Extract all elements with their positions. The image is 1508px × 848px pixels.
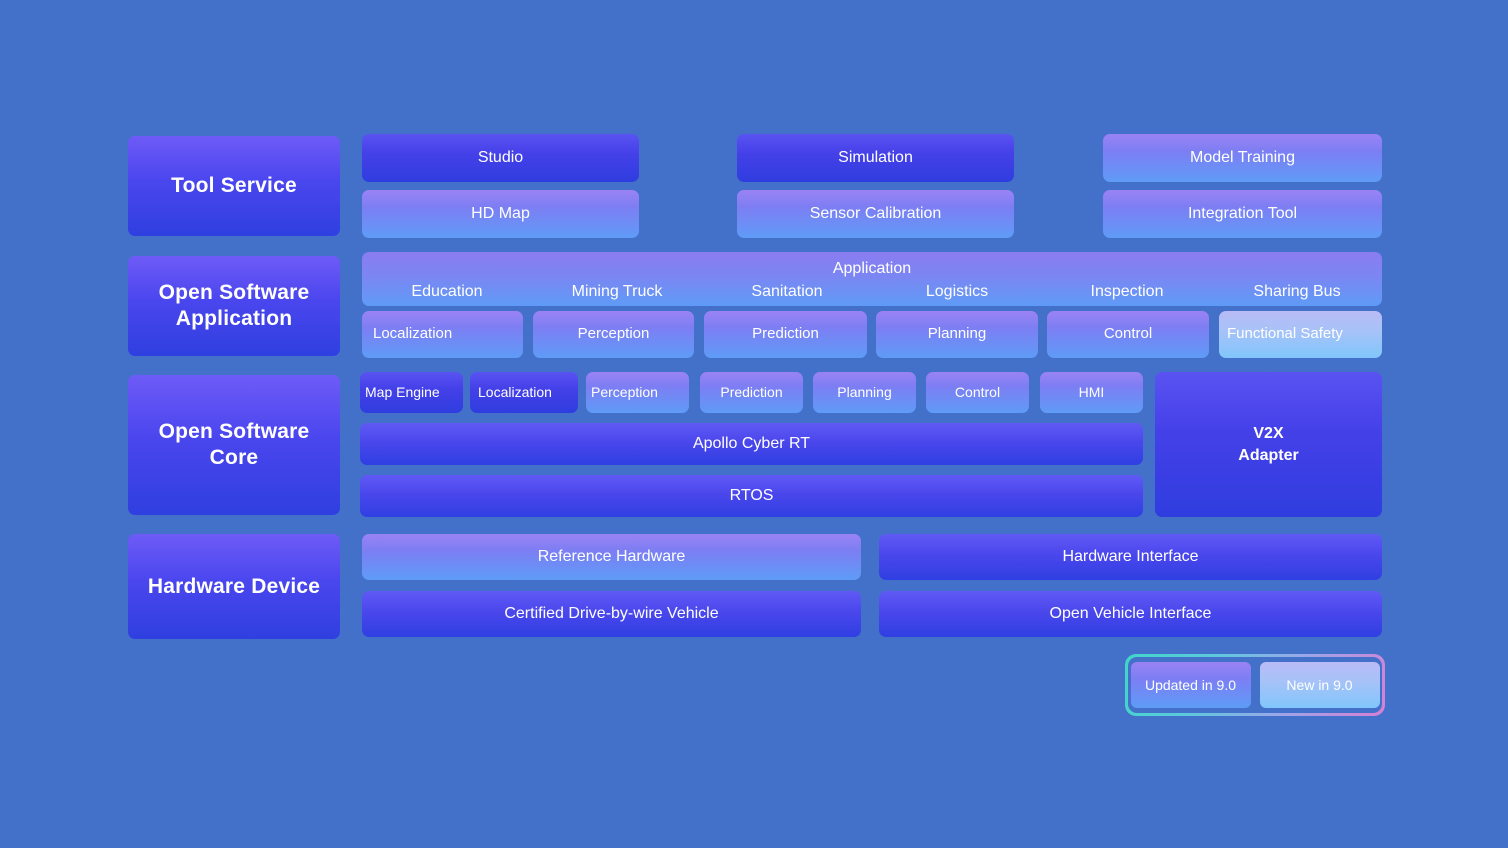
hardware-interface-label: Hardware Interface (1062, 548, 1199, 566)
core-module-planning[interactable]: Planning (813, 372, 916, 413)
application-vertical-education[interactable]: Education (411, 283, 483, 300)
tool-sensor-calibration-label: Sensor Calibration (809, 205, 942, 223)
app-module-label: Functional Safety (1227, 325, 1343, 343)
core-module-localization[interactable]: Localization (470, 372, 578, 413)
app-module-label: Prediction (752, 325, 819, 343)
core-module-hmi[interactable]: HMI (1040, 372, 1143, 413)
app-module-label: Perception (577, 325, 650, 343)
core-module-label: Map Engine (365, 383, 440, 400)
app-module-label: Control (1103, 325, 1153, 343)
tool-model-training-label: Model Training (1190, 149, 1295, 167)
core-module-control[interactable]: Control (926, 372, 1029, 413)
application-banner-title: Application (832, 260, 912, 277)
app-module-functional-safety[interactable]: Functional Safety (1219, 311, 1382, 358)
app-module-label: Planning (927, 325, 987, 343)
legend-swatch-new: New in 9.0 (1259, 662, 1380, 708)
application-vertical-sharing-bus[interactable]: Sharing Bus (1253, 283, 1341, 300)
core-module-label: Planning (837, 383, 892, 400)
core-v2x-adapter-line1: V2X (1253, 424, 1284, 442)
application-banner: Application Education Mining Truck Sanit… (362, 252, 1382, 306)
application-vertical-mining-truck[interactable]: Mining Truck (571, 283, 663, 300)
tool-hd-map[interactable]: HD Map (362, 190, 639, 238)
app-module-planning[interactable]: Planning (876, 311, 1038, 358)
hardware-reference-hardware-label: Reference Hardware (537, 548, 686, 566)
layer-label-text: Open Software Core (158, 420, 310, 469)
layer-label-open-software-application: Open Software Application (128, 256, 340, 356)
core-v2x-adapter[interactable]: V2X Adapter (1155, 372, 1382, 517)
layer-label-text: Open Software Application (158, 281, 310, 330)
layer-label-tool-service: Tool Service (128, 136, 340, 236)
tool-studio-label: Studio (477, 149, 524, 167)
core-module-map-engine[interactable]: Map Engine (360, 372, 463, 413)
hardware-open-vehicle-interface-label: Open Vehicle Interface (1049, 605, 1212, 623)
hardware-certified-vehicle-label: Certified Drive-by-wire Vehicle (504, 605, 719, 623)
legend: Updated in 9.0 New in 9.0 (1125, 654, 1385, 716)
legend-swatch-updated: Updated in 9.0 (1130, 662, 1251, 708)
app-module-perception[interactable]: Perception (533, 311, 694, 358)
core-module-label: Perception (591, 383, 658, 400)
tool-simulation[interactable]: Simulation (737, 134, 1014, 182)
layer-label-text: Tool Service (171, 174, 297, 198)
application-vertical-inspection[interactable]: Inspection (1090, 283, 1164, 300)
app-module-prediction[interactable]: Prediction (704, 311, 867, 358)
core-middleware-apollo-cyber-rt[interactable]: Apollo Cyber RT (360, 423, 1143, 465)
tool-integration-tool-label: Integration Tool (1187, 205, 1298, 223)
legend-updated-label: Updated in 9.0 (1144, 677, 1237, 693)
core-module-prediction[interactable]: Prediction (700, 372, 803, 413)
legend-inner: Updated in 9.0 New in 9.0 (1128, 657, 1382, 713)
hardware-open-vehicle-interface[interactable]: Open Vehicle Interface (879, 591, 1382, 637)
core-os-label: RTOS (729, 487, 774, 505)
hardware-reference-hardware[interactable]: Reference Hardware (362, 534, 861, 580)
layer-label-hardware-device: Hardware Device (128, 534, 340, 639)
core-module-label: HMI (1078, 383, 1105, 400)
app-module-label: Localization (373, 325, 453, 343)
application-verticals-list: Education Mining Truck Sanitation Logist… (362, 283, 1382, 301)
core-v2x-adapter-line2: Adapter (1238, 446, 1299, 464)
tool-integration-tool[interactable]: Integration Tool (1103, 190, 1382, 238)
core-module-perception[interactable]: Perception (586, 372, 689, 413)
tool-hd-map-label: HD Map (471, 205, 530, 223)
core-module-label: Prediction (720, 383, 783, 400)
core-module-label: Control (954, 383, 1001, 400)
layer-label-open-software-core: Open Software Core (128, 375, 340, 515)
tool-model-training[interactable]: Model Training (1103, 134, 1382, 182)
hardware-hardware-interface[interactable]: Hardware Interface (879, 534, 1382, 580)
application-vertical-sanitation[interactable]: Sanitation (751, 283, 823, 300)
layer-label-text: Hardware Device (147, 574, 321, 598)
tool-sensor-calibration[interactable]: Sensor Calibration (737, 190, 1014, 238)
tool-simulation-label: Simulation (838, 149, 913, 167)
hardware-certified-drive-by-wire-vehicle[interactable]: Certified Drive-by-wire Vehicle (362, 591, 861, 637)
app-module-control[interactable]: Control (1047, 311, 1209, 358)
app-module-localization[interactable]: Localization (362, 311, 523, 358)
application-vertical-logistics[interactable]: Logistics (925, 283, 989, 300)
legend-new-label: New in 9.0 (1286, 677, 1353, 693)
core-os-rtos[interactable]: RTOS (360, 475, 1143, 517)
core-middleware-label: Apollo Cyber RT (692, 435, 811, 453)
core-module-label: Localization (478, 383, 552, 400)
tool-studio[interactable]: Studio (362, 134, 639, 182)
